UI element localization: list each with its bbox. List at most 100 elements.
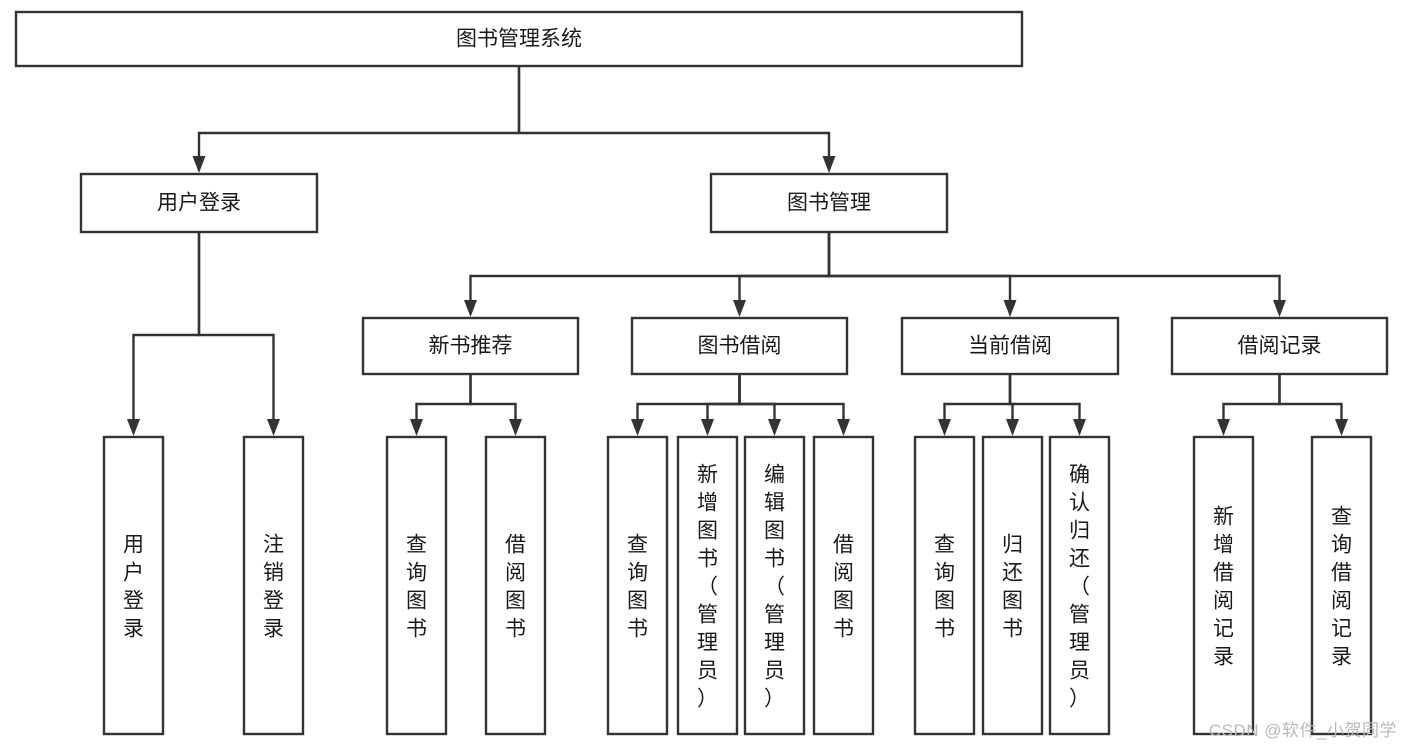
node-label: 注销登录 [263, 533, 284, 640]
connector-line [1222, 374, 1281, 419]
node-label: 借阅记录 [1238, 335, 1322, 358]
node-label: 确认归还（管理员） [1069, 463, 1090, 710]
node-leaf-borrow-book-rec[interactable]: 借阅图书 [484, 435, 547, 736]
node-leaf-return-book[interactable]: 归还图书 [981, 435, 1044, 736]
node-leaf-logout[interactable]: 注销登录 [242, 435, 305, 736]
node-label: 编辑图书（管理员） [764, 463, 785, 710]
connector-line [197, 232, 275, 419]
connector-book-manage-to-current-borrow [827, 232, 1017, 317]
node-leaf-user-login[interactable]: 用户登录 [102, 435, 165, 736]
connector-line [738, 232, 831, 300]
node-label: 借阅图书 [505, 533, 526, 640]
node-leaf-query-book-borrow[interactable]: 查询图书 [606, 435, 669, 736]
node-box[interactable] [102, 435, 165, 736]
node-box[interactable] [606, 435, 669, 736]
arrow-head-icon [768, 419, 781, 436]
node-box[interactable] [242, 435, 305, 736]
node-current-borrow[interactable]: 当前借阅 [900, 316, 1120, 376]
connector-root-to-user-login [192, 66, 521, 173]
node-label: 图书借阅 [698, 335, 782, 358]
node-box[interactable] [676, 435, 739, 736]
arrow-head-icon [1217, 419, 1230, 436]
connector-line [827, 232, 1012, 300]
connector-line [197, 66, 521, 156]
node-leaf-edit-book[interactable]: 编辑图书（管理员） [743, 435, 806, 736]
node-new-book-rec[interactable]: 新书推荐 [361, 316, 580, 376]
node-box[interactable] [743, 435, 806, 736]
node-book-borrow[interactable]: 图书借阅 [630, 316, 849, 376]
connector-borrow-record-to-leaf-add-record [1217, 374, 1281, 436]
node-leaf-borrow-book[interactable]: 借阅图书 [812, 435, 875, 736]
node-user-login[interactable]: 用户登录 [79, 172, 319, 234]
node-label: 查询借阅记录 [1331, 505, 1352, 668]
arrow-head-icon [822, 156, 836, 173]
connector-borrow-record-to-leaf-query-record [1278, 374, 1348, 436]
node-box[interactable] [484, 435, 547, 736]
arrow-head-icon [938, 419, 951, 436]
node-label: 用户登录 [123, 533, 144, 640]
node-label: 用户登录 [157, 192, 241, 215]
node-box[interactable] [900, 316, 1120, 376]
node-box[interactable] [913, 435, 976, 736]
node-label: 归还图书 [1002, 533, 1023, 640]
connector-book-borrow-to-leaf-add-book [701, 374, 741, 436]
connector-line [943, 374, 1012, 419]
connector-line [706, 374, 741, 419]
node-box[interactable] [385, 435, 448, 736]
arrow-head-icon [267, 419, 280, 436]
connector-line [827, 232, 1281, 300]
node-leaf-query-book-current[interactable]: 查询图书 [913, 435, 976, 736]
node-box[interactable] [14, 10, 1024, 68]
arrow-head-icon [1006, 419, 1019, 436]
node-leaf-add-book[interactable]: 新增图书（管理员） [676, 435, 739, 736]
connector-current-borrow-to-leaf-query-book-current [938, 374, 1012, 436]
connector-line [738, 374, 845, 419]
connector-current-borrow-to-leaf-confirm-return [1008, 374, 1086, 436]
connector-line [738, 374, 776, 419]
arrow-head-icon [192, 156, 206, 173]
node-root[interactable]: 图书管理系统 [14, 10, 1024, 68]
node-box[interactable] [630, 316, 849, 376]
connector-layer [127, 66, 1348, 436]
node-box[interactable] [1192, 435, 1255, 736]
node-layer: 图书管理系统用户登录图书管理新书推荐图书借阅当前借阅借阅记录用户登录注销登录查询… [14, 10, 1389, 736]
node-box[interactable] [79, 172, 319, 234]
arrow-head-icon [1003, 300, 1017, 317]
node-leaf-query-record[interactable]: 查询借阅记录 [1310, 435, 1373, 736]
node-label: 新增借阅记录 [1213, 505, 1234, 668]
connector-line [132, 232, 201, 419]
connector-line [469, 374, 517, 419]
node-label: 新书推荐 [429, 335, 513, 358]
connector-line [1008, 374, 1081, 419]
node-box[interactable] [709, 172, 949, 234]
connector-user-login-to-leaf-user-login [127, 232, 201, 436]
connector-new-book-rec-to-leaf-query-book-rec [410, 374, 472, 436]
node-book-manage[interactable]: 图书管理 [709, 172, 949, 234]
connector-root-to-book-manage [517, 66, 836, 173]
node-box[interactable] [1170, 316, 1389, 376]
connector-book-manage-to-new-book-rec [464, 232, 831, 317]
node-leaf-confirm-return[interactable]: 确认归还（管理员） [1048, 435, 1111, 736]
arrow-head-icon [1073, 419, 1086, 436]
arrow-head-icon [733, 300, 746, 317]
node-box[interactable] [1310, 435, 1373, 736]
arrow-head-icon [410, 419, 423, 436]
node-borrow-record[interactable]: 借阅记录 [1170, 316, 1389, 376]
node-box[interactable] [361, 316, 580, 376]
arrow-head-icon [631, 419, 644, 436]
node-box[interactable] [1048, 435, 1111, 736]
connector-line [636, 374, 741, 419]
node-label: 新增图书（管理员） [697, 463, 718, 710]
connector-book-borrow-to-leaf-borrow-book [738, 374, 850, 436]
arrow-head-icon [701, 419, 714, 436]
connector-line [415, 374, 472, 419]
node-leaf-query-book-rec[interactable]: 查询图书 [385, 435, 448, 736]
node-leaf-add-record[interactable]: 新增借阅记录 [1192, 435, 1255, 736]
node-box[interactable] [812, 435, 875, 736]
arrow-head-icon [127, 419, 140, 436]
connector-user-login-to-leaf-logout [197, 232, 280, 436]
node-box[interactable] [981, 435, 1044, 736]
arrow-head-icon [464, 300, 477, 317]
